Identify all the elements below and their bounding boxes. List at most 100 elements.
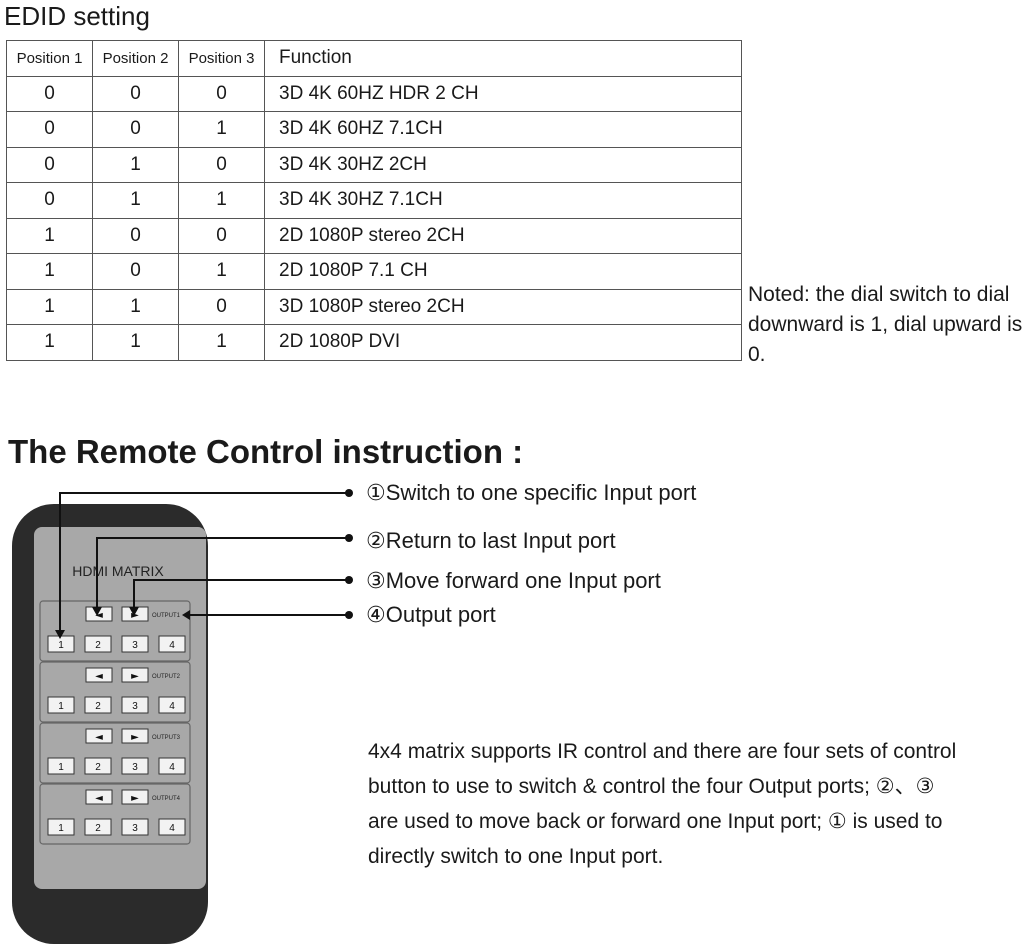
edid-position-cell: 1 xyxy=(6,217,93,254)
callout-dot-3 xyxy=(345,576,353,584)
edid-header-row: Position 1 Position 2 Position 3 Functio… xyxy=(6,40,742,77)
prev-input-button[interactable]: ◄ xyxy=(85,728,113,744)
input-button-label: 4 xyxy=(169,640,175,651)
input-button-4[interactable]: 4 xyxy=(158,818,186,836)
input-button-1[interactable]: 1 xyxy=(47,635,75,653)
edid-position-cell: 0 xyxy=(92,75,179,112)
callout-forward-input: ③Move forward one Input port xyxy=(366,568,661,593)
remote-control-heading: The Remote Control instruction : xyxy=(8,433,524,470)
edid-position-cell: 0 xyxy=(178,217,265,254)
edid-position-cell: 1 xyxy=(6,288,93,325)
input-button-label: 3 xyxy=(132,823,138,834)
edid-position-cell: 0 xyxy=(178,146,265,183)
callout-lines xyxy=(59,492,347,630)
edid-position-cell: 1 xyxy=(92,324,179,361)
callout-dot-4 xyxy=(345,611,353,619)
edid-position-cell: 0 xyxy=(178,75,265,112)
input-button-label: 2 xyxy=(95,640,101,651)
input-button-2[interactable]: 2 xyxy=(84,696,112,714)
next-input-button[interactable]: ► xyxy=(121,728,149,744)
callout-line-1 xyxy=(59,492,347,630)
edid-position-cell: 1 xyxy=(6,253,93,290)
input-button-4[interactable]: 4 xyxy=(158,635,186,653)
next-input-button-glyph: ► xyxy=(131,671,139,682)
input-button-label: 3 xyxy=(132,640,138,651)
callout-line-2 xyxy=(96,537,347,608)
prev-input-button-glyph: ◄ xyxy=(95,671,103,682)
arrowhead-1 xyxy=(55,630,65,639)
next-input-button[interactable]: ► xyxy=(121,789,149,805)
prev-input-button[interactable]: ◄ xyxy=(85,789,113,805)
prev-input-button-glyph: ◄ xyxy=(95,732,103,743)
arrowhead-4 xyxy=(182,610,190,620)
input-button-3[interactable]: 3 xyxy=(121,696,149,714)
input-button-label: 1 xyxy=(58,640,64,651)
edid-position-cell: 0 xyxy=(6,111,93,148)
prev-input-button-glyph: ◄ xyxy=(95,793,103,804)
edid-function-cell: 2D 1080P DVI xyxy=(264,324,742,361)
input-button-2[interactable]: 2 xyxy=(84,635,112,653)
edid-position-cell: 1 xyxy=(178,324,265,361)
edid-title: EDID setting xyxy=(4,1,150,31)
edid-function-cell: 3D 4K 30HZ 2CH xyxy=(264,146,742,183)
input-button-label: 1 xyxy=(58,762,64,773)
edid-position-cell: 0 xyxy=(178,288,265,325)
input-button-3[interactable]: 3 xyxy=(121,818,149,836)
edid-function-cell: 3D 1080P stereo 2CH xyxy=(264,288,742,325)
input-button-4[interactable]: 4 xyxy=(158,757,186,775)
edid-position-cell: 0 xyxy=(6,146,93,183)
header-function: Function xyxy=(264,40,742,77)
output-group-4: ◄ ► OUTPUT4 1 2 3 4 xyxy=(39,783,191,845)
edid-function-cell: 3D 4K 60HZ 7.1CH xyxy=(264,111,742,148)
edid-position-cell: 1 xyxy=(178,111,265,148)
output-label: OUTPUT2 xyxy=(152,674,181,680)
next-input-button-glyph: ► xyxy=(131,732,139,743)
output-label: OUTPUT4 xyxy=(152,796,181,802)
input-button-1[interactable]: 1 xyxy=(47,757,75,775)
edid-position-cell: 0 xyxy=(92,217,179,254)
input-button-2[interactable]: 2 xyxy=(84,818,112,836)
next-input-button-glyph: ► xyxy=(131,610,139,621)
edid-function-cell: 3D 4K 30HZ 7.1CH xyxy=(264,182,742,219)
edid-table: Position 1 Position 2 Position 3 Functio… xyxy=(6,40,742,361)
remote-panel xyxy=(34,527,206,889)
arrowhead-3 xyxy=(129,607,139,616)
remote-label: HDMI MATRIX xyxy=(72,563,164,579)
header-position-1: Position 1 xyxy=(6,40,93,77)
input-button-3[interactable]: 3 xyxy=(121,757,149,775)
output-label: OUTPUT3 xyxy=(152,735,181,741)
edid-position-cell: 1 xyxy=(92,288,179,325)
prev-input-button-glyph: ◄ xyxy=(95,610,103,621)
edid-position-cell: 0 xyxy=(92,253,179,290)
input-button-1[interactable]: 1 xyxy=(47,818,75,836)
input-button-label: 1 xyxy=(58,823,64,834)
next-input-button-glyph: ► xyxy=(131,793,139,804)
next-input-button[interactable]: ► xyxy=(121,667,149,683)
input-button-label: 1 xyxy=(58,701,64,712)
callout-output-port: ④Output port xyxy=(366,602,496,627)
output-group-frame xyxy=(39,783,191,845)
prev-input-button[interactable]: ◄ xyxy=(85,667,113,683)
input-button-1[interactable]: 1 xyxy=(47,696,75,714)
input-button-2[interactable]: 2 xyxy=(84,757,112,775)
input-button-4[interactable]: 4 xyxy=(158,696,186,714)
input-button-3[interactable]: 3 xyxy=(121,635,149,653)
callout-dot-1 xyxy=(345,489,353,497)
output-group-frame xyxy=(39,661,191,723)
header-position-3: Position 3 xyxy=(178,40,265,77)
input-button-label: 4 xyxy=(169,823,175,834)
edid-position-cell: 1 xyxy=(92,182,179,219)
header-position-2: Position 2 xyxy=(92,40,179,77)
callout-return-input: ②Return to last Input port xyxy=(366,528,616,553)
edid-position-cell: 1 xyxy=(178,253,265,290)
